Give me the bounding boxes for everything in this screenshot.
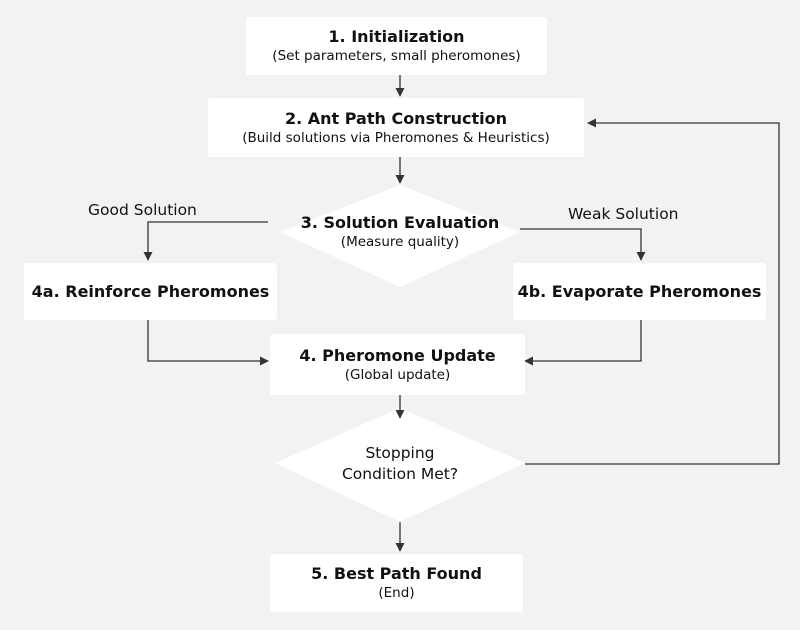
node-reinforce-pheromones-title: 4a. Reinforce Pheromones (31, 282, 270, 301)
node-initialization-subtitle: (Set parameters, small pheromones) (272, 48, 521, 64)
decision-diamond-stopping (275, 408, 525, 522)
node-pheromone-update: 4. Pheromone Update (Global update) (270, 334, 525, 395)
arrow-evaluate-to-evaporate (520, 228, 646, 261)
node-initialization-title: 1. Initialization (328, 27, 465, 46)
node-ant-path-construction: 2. Ant Path Construction (Build solution… (208, 98, 584, 157)
edge-label-good-solution: Good Solution (88, 201, 197, 219)
node-best-path-found-title: 5. Best Path Found (311, 564, 482, 583)
node-best-path-found-subtitle: (End) (378, 585, 415, 601)
node-pheromone-update-subtitle: (Global update) (344, 366, 451, 383)
arrow-reinforce-to-update (147, 320, 269, 366)
node-best-path-found: 5. Best Path Found (End) (270, 554, 523, 612)
node-solution-evaluation-subtitle: (Measure quality) (340, 234, 460, 250)
node-reinforce-pheromones: 4a. Reinforce Pheromones (24, 263, 277, 320)
decision-diamond-evaluation (280, 185, 520, 287)
node-solution-evaluation: 3. Solution Evaluation (Measure quality) (280, 205, 520, 259)
node-solution-evaluation-title: 3. Solution Evaluation (300, 213, 500, 232)
node-pheromone-update-title: 4. Pheromone Update (299, 345, 496, 365)
node-evaporate-pheromones-title: 4b. Evaporate Pheromones (517, 282, 762, 301)
node-stopping-condition: Stopping Condition Met? (300, 441, 500, 487)
node-stopping-condition-line2: Condition Met? (341, 465, 459, 483)
arrow-evaporate-to-update (524, 320, 642, 366)
node-ant-path-construction-title: 2. Ant Path Construction (284, 108, 508, 128)
node-initialization: 1. Initialization (Set parameters, small… (246, 17, 547, 75)
node-stopping-condition-line1: Stopping (365, 444, 435, 462)
edge-label-weak-solution: Weak Solution (568, 205, 679, 223)
arrow-stopping-loop-to-construct (525, 118, 780, 465)
node-evaporate-pheromones: 4b. Evaporate Pheromones (513, 263, 766, 320)
arrow-evaluate-to-reinforce (143, 221, 268, 261)
node-ant-path-construction-subtitle: (Build solutions via Pheromones & Heuris… (242, 129, 550, 146)
